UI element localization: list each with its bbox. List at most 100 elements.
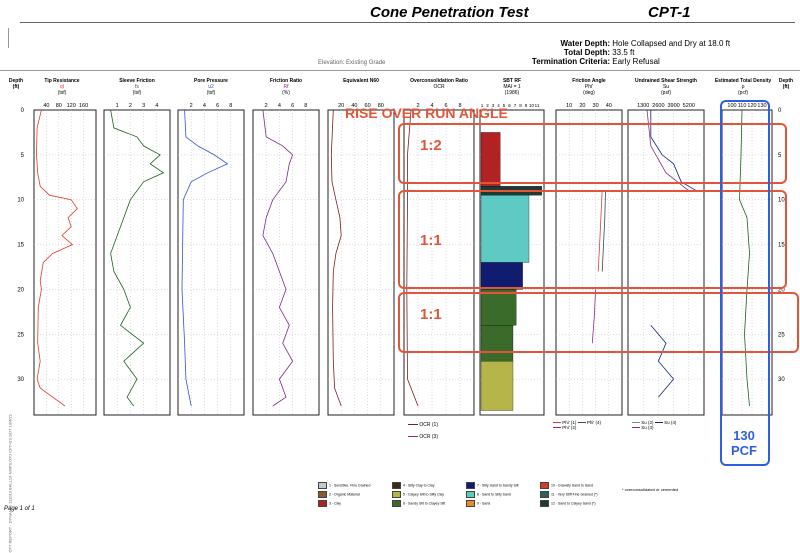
phi-curve-4	[601, 190, 606, 272]
col-n60-title: Equivalent N60	[343, 78, 379, 84]
depth-tick-right: 15	[778, 243, 785, 249]
sbt-legend-label: 11 - Very Stiff Fine Grained (*)	[551, 492, 598, 497]
sbt-layer	[480, 289, 517, 326]
col-density-unit: (pcf)	[738, 90, 748, 96]
total-depth-value: 33.5 ft	[612, 48, 635, 57]
annotation-box-1	[398, 123, 787, 184]
termination-label: Termination Criteria:	[531, 57, 610, 66]
density-highlight-value: 130	[733, 428, 755, 443]
depth-tick-left: 20	[17, 287, 24, 293]
tick-label-friction: 6	[291, 103, 294, 109]
col-sbt-sub2: (1986)	[504, 90, 520, 96]
track-phi	[555, 109, 623, 416]
sbt-legend-label: 5 - Clayey Silt to Silty Clay	[403, 492, 445, 497]
sbt-legend-swatch	[466, 500, 475, 507]
tick-label-sbt: 2	[486, 103, 489, 108]
page-number: Page 1 of 1	[4, 506, 35, 512]
sbt-layer	[480, 361, 514, 411]
sbt-legend-item: 12 - Sand to Clayey Sand (*)	[540, 500, 596, 507]
tick-label-tip: 80	[56, 103, 62, 109]
tick-label-density: 100	[727, 103, 736, 109]
col-depth-title: Depth	[8, 78, 24, 84]
depth-tick-left: 15	[17, 243, 24, 249]
density-highlight-unit: PCF	[731, 443, 757, 458]
annotation-box-3	[398, 292, 799, 353]
phi2-legend-label: Phi' (2)	[562, 425, 577, 430]
col-sleeve: Sleeve Friction fs (tsf)	[104, 78, 170, 96]
depth-tick-right: 25	[778, 332, 785, 338]
col-sleeve-unit: (tsf)	[132, 90, 142, 96]
termination-value: Early Refusal	[612, 57, 660, 66]
col-density: Estimated Total Density ρ (pcf)	[708, 78, 778, 96]
track-su	[627, 109, 705, 416]
sbt-layer	[480, 325, 514, 362]
col-sbt-title: SBT RF	[502, 78, 522, 84]
water-depth-value: Hole Collapsed and Dry at 18.0 ft	[612, 39, 731, 48]
sbt-legend-label: 1 - Sensitive, Fine Grained	[329, 483, 371, 488]
col-density-title: Estimated Total Density	[714, 78, 772, 84]
test-id: CPT-1	[648, 4, 691, 21]
friction-ratio-curve	[262, 109, 294, 407]
col-tip-sym: qt	[59, 84, 65, 90]
tick-label-phi: 40	[606, 103, 612, 109]
track-sleeve	[103, 109, 171, 416]
phi-curve-1	[597, 190, 603, 272]
tick-label-phi: 30	[593, 103, 599, 109]
track-friction	[252, 109, 320, 416]
col-phi: Friction Angle Phi' (deg)	[556, 78, 622, 96]
col-sbt: SBT RF MAI = 1 (1986)	[480, 78, 544, 96]
tick-label-density: 130	[757, 103, 766, 109]
col-friction-unit: (%)	[282, 90, 290, 96]
sbt-legend-item: 9 - Sand	[466, 500, 490, 507]
tick-label-pore: 2	[190, 103, 193, 109]
phi-curve-2	[591, 289, 596, 344]
col-depth-right: Depth (ft)	[772, 78, 800, 90]
depth-tick-right: 0	[778, 108, 782, 114]
ocr3-legend-label: OCR (3)	[419, 434, 439, 440]
col-tip: Tip Resistance qt (tsf)	[32, 78, 92, 96]
tick-label-density: 110	[738, 103, 747, 109]
termination-row: Termination Criteria: Early Refusal	[490, 57, 660, 66]
col-phi-title: Friction Angle	[572, 78, 606, 84]
sbt-legend-item: 2 - Organic Material	[318, 491, 360, 498]
su3-legend-label: Su (3)	[641, 425, 654, 430]
tick-label-sbt: 10	[529, 103, 535, 108]
sbt-legend-item: 8 - Sand to Silty Sand	[466, 491, 511, 498]
sbt-legend-swatch	[392, 482, 401, 489]
col-sbt-sub1: MAI = 1	[503, 84, 521, 90]
density-curve	[739, 109, 750, 407]
tick-label-pore: 6	[216, 103, 219, 109]
col-ocr: Overconsolidation Ratio OCR	[404, 78, 474, 90]
tick-label-pore: 8	[229, 103, 232, 109]
phi-legend: Phi' (1) Phi' (4) Phi' (2)	[553, 420, 601, 430]
sbt-legend-item: 10 - Gravelly Sand to Sand	[540, 482, 593, 489]
total-depth-row: Total Depth: 33.5 ft	[490, 48, 635, 57]
tick-label-ocr: 4	[430, 103, 433, 109]
col-friction-title: Friction Ratio	[269, 78, 303, 84]
depth-tick-right: 10	[778, 198, 785, 204]
density-highlight-box	[720, 100, 770, 466]
sbt-legend-item: 4 - Silty Clay to Clay	[392, 482, 435, 489]
su-curve-4b	[650, 325, 675, 398]
sbt-legend-swatch	[540, 500, 549, 507]
ocr-curve	[406, 109, 419, 407]
tick-label-ocr: 6	[444, 103, 447, 109]
sbt-legend-label: 9 - Sand	[477, 501, 491, 506]
depth-tick-left: 10	[17, 198, 24, 204]
sbt-legend-label: 2 - Organic Material	[329, 492, 360, 497]
su4-legend-label: Su (4)	[664, 420, 677, 425]
ocr-legend: OCR (1) OCR (3)	[408, 422, 438, 440]
sbt-legend-item: 5 - Clayey Silt to Silty Clay	[392, 491, 444, 498]
depth-tick-right: 20	[778, 287, 785, 293]
depth-tick-left: 30	[17, 377, 24, 383]
header-bottom-divider	[0, 70, 800, 71]
su2-legend-label: Su (2)	[641, 420, 654, 425]
tick-label-sleeve: 3	[142, 103, 145, 109]
sleeve-friction-curve	[110, 109, 165, 407]
tick-label-su: 3900	[667, 103, 679, 109]
sbt-legend-swatch	[392, 491, 401, 498]
phi4-legend-label: Phi' (4)	[586, 420, 602, 425]
sbt-legend-swatch	[466, 491, 475, 498]
col-ocr-title: Overconsolidation Ratio	[410, 78, 468, 84]
tick-label-sbt: 6	[508, 103, 511, 108]
